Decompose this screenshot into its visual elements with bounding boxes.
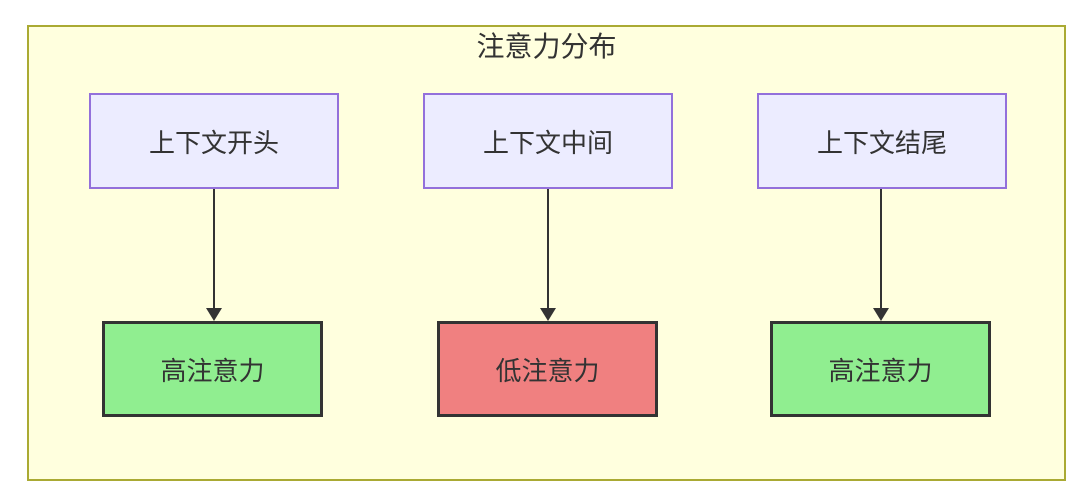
arrow-down-icon (873, 308, 889, 321)
node-high-attention-start-label: 高注意力 (160, 355, 265, 386)
node-low-attention-middle-label: 低注意力 (495, 355, 600, 386)
node-high-attention-end: 高注意力 (770, 321, 991, 417)
node-context-middle: 上下文中间 (423, 93, 673, 189)
node-context-end: 上下文结尾 (757, 93, 1007, 189)
arrow-down-icon (540, 308, 556, 321)
node-high-attention-end-label: 高注意力 (828, 355, 933, 386)
arrow-shaft (547, 189, 549, 310)
arrow-shaft (213, 189, 215, 310)
node-low-attention-middle: 低注意力 (437, 321, 658, 417)
arrow-shaft (880, 189, 882, 310)
arrow-context-middle-to-low-attention (540, 189, 556, 321)
node-context-start-label: 上下文开头 (148, 127, 279, 158)
node-high-attention-start: 高注意力 (102, 321, 323, 417)
arrow-down-icon (206, 308, 222, 321)
diagram-title: 注意力分布 (476, 31, 617, 62)
node-context-middle-label: 上下文中间 (482, 127, 613, 158)
node-context-end-label: 上下文结尾 (816, 127, 947, 158)
arrow-context-start-to-high-attention (206, 189, 222, 321)
node-context-start: 上下文开头 (89, 93, 339, 189)
arrow-context-end-to-high-attention (873, 189, 889, 321)
